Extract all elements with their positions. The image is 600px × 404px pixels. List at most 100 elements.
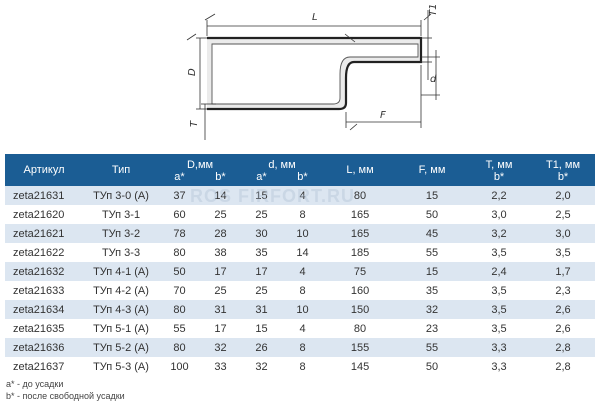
dim-L-label: L	[312, 12, 318, 23]
table-cell: 37	[159, 186, 200, 205]
table-cell: 38	[214, 246, 227, 259]
table-cell: 160	[350, 284, 370, 297]
table-cell: zeta21620	[13, 208, 65, 221]
table-cell: 14	[200, 186, 241, 205]
table-cell: 2,8	[555, 360, 571, 373]
table-cell: 17	[200, 262, 241, 281]
watermark: ROS FIRFORT.RU	[190, 186, 355, 206]
table-cell: 60	[173, 208, 186, 221]
table-cell: 3,5	[491, 322, 507, 335]
table-cell: 2,0	[531, 186, 596, 205]
header-D-b: b*	[200, 171, 241, 186]
table-cell: 3,3	[467, 338, 532, 357]
table-cell: 80	[159, 338, 200, 357]
table-cell: 14	[296, 246, 309, 259]
table-cell: 70	[173, 284, 186, 297]
table-cell: 2,6	[531, 300, 596, 319]
table-cell: 2,2	[467, 186, 532, 205]
footnote-a: а* - до усадки	[6, 379, 64, 389]
table-cell: ТУп 5-1 (A)	[93, 322, 149, 335]
table-cell: 35	[425, 284, 439, 297]
table-cell: 15	[241, 186, 282, 205]
header-F: F, мм	[397, 154, 468, 186]
table-cell: ТУп 5-3 (A)	[93, 360, 149, 373]
table-cell: ТУп 3-0 (A)	[83, 186, 159, 205]
table-cell: 55	[397, 338, 468, 357]
table-cell: 78	[159, 224, 200, 243]
header-D: D,мм	[159, 154, 241, 171]
header-T1: T1, мм	[531, 154, 596, 171]
table-cell: zeta21633	[13, 284, 65, 297]
table-cell: 80	[173, 246, 186, 259]
table-cell: zeta21632	[5, 262, 83, 281]
technical-drawing: L T1 D d F T	[186, 4, 440, 140]
table-cell: 10	[282, 224, 324, 243]
table-cell: 2,3	[555, 284, 571, 297]
specs-table: Артикул Тип D,мм d, мм L, мм F, мм T, мм…	[5, 154, 596, 376]
table-cell: 3,0	[531, 224, 596, 243]
table-cell: 2,6	[555, 322, 571, 335]
header-d-b: b*	[282, 171, 324, 186]
table-cell: zeta21636	[5, 338, 83, 357]
table-cell: 3,3	[491, 360, 507, 373]
header-D-a: a*	[159, 171, 200, 186]
header-T-b: b*	[467, 171, 532, 186]
table-cell: 185	[350, 246, 370, 259]
table-cell: 8	[299, 284, 306, 297]
table-cell: 10	[282, 300, 324, 319]
table-cell: 2,5	[555, 208, 571, 221]
table-cell: 15	[397, 186, 468, 205]
table-cell: 50	[425, 208, 439, 221]
table-cell: 3,0	[491, 208, 507, 221]
table-cell: ТУп 4-2 (A)	[93, 284, 149, 297]
table-cell: 4	[282, 262, 324, 281]
table-cell: zeta21637	[13, 360, 65, 373]
table-cell: 8	[299, 360, 306, 373]
table-cell: 15	[397, 262, 468, 281]
table-cell: 33	[214, 360, 227, 373]
header-type: Тип	[83, 154, 159, 186]
footnote-b: b* - после свободной усадки	[6, 391, 125, 401]
table-cell: 50	[159, 262, 200, 281]
header-d-a: a*	[241, 171, 282, 186]
header-T1-b: b*	[531, 171, 596, 186]
table-cell: 26	[241, 338, 282, 357]
table-cell: 32	[200, 338, 241, 357]
table-cell: 4	[299, 322, 306, 335]
table-cell: 3,2	[467, 224, 532, 243]
table-cell: ТУп 3-2	[83, 224, 159, 243]
table-cell: zeta21634	[5, 300, 83, 319]
table-cell: 100	[170, 360, 189, 373]
table-cell: 165	[323, 224, 398, 243]
table-cell: 55	[425, 246, 439, 259]
table-cell: 80	[353, 322, 367, 335]
table-cell: 25	[214, 208, 227, 221]
table-cell: 2,4	[467, 262, 532, 281]
table-cell: 45	[397, 224, 468, 243]
table-cell: ТУп 3-1	[101, 208, 141, 221]
table-cell: 155	[323, 338, 398, 357]
table-cell: 3,5	[491, 284, 507, 297]
table-cell: zeta21622	[13, 246, 65, 259]
table-cell: 35	[255, 246, 268, 259]
table-cell: 17	[214, 322, 227, 335]
table-cell: zeta21635	[13, 322, 65, 335]
dim-T1-label: T1	[428, 4, 439, 16]
header-L: L, мм	[323, 154, 398, 186]
table-cell: 150	[323, 300, 398, 319]
table-cell: 32	[255, 360, 268, 373]
table-cell: 50	[425, 360, 439, 373]
footnotes: а* - до усадки b* - после свободной усад…	[6, 378, 125, 402]
table-cell: 2,8	[531, 338, 596, 357]
dim-F-label: F	[380, 110, 386, 121]
table-cell: 28	[200, 224, 241, 243]
table-cell: 80	[159, 300, 200, 319]
table-cell: 8	[299, 208, 306, 221]
table-cell: zeta21631	[5, 186, 83, 205]
